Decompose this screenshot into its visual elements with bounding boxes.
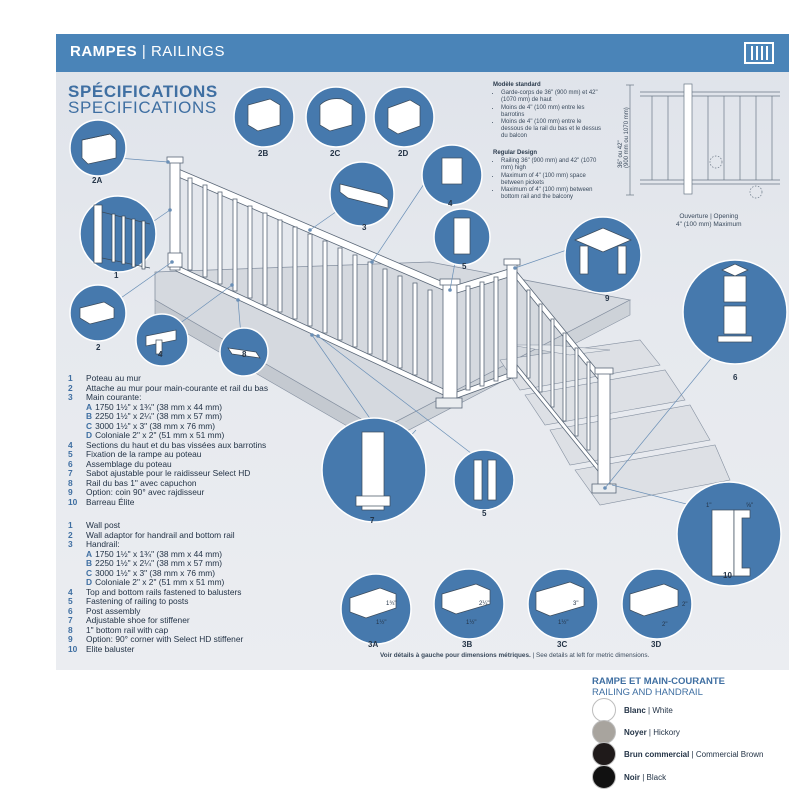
dimension-label: 1½" <box>558 620 569 626</box>
dimension-label: 1½" <box>466 620 477 626</box>
note-item: Moins de 4" (100 mm) entre le dessous de… <box>501 119 605 141</box>
callout-label: 2 <box>96 343 101 352</box>
bubble-5-bottom <box>453 449 515 511</box>
callout-label: 3B <box>462 640 473 649</box>
callout-label: 4 <box>158 350 163 359</box>
callout-label: 4 <box>448 199 453 208</box>
callout-label: 7 <box>370 516 375 525</box>
opening-caption: Ouverture | Opening 4" (100 mm) Maximum <box>676 213 742 228</box>
dimension-label: 2¼" <box>479 601 490 607</box>
color-option-hickory: Noyer | Hickory <box>592 720 680 744</box>
colors-title-en: RAILING AND HANDRAIL <box>592 687 703 698</box>
regular-design-note: Regular Design Railing 36" (900 mm) and … <box>493 150 605 201</box>
callout-label: 2A <box>92 176 103 185</box>
note-item: Maximum of 4" (100 mm) space between pic… <box>501 173 605 187</box>
color-option-commercial-brown: Brun commercial | Commercial Brown <box>592 742 763 766</box>
dimension-label: 1½" <box>376 620 387 626</box>
metric-dimensions-note: Voir détails à gauche pour dimensions mé… <box>380 652 650 659</box>
callout-label: 8 <box>242 350 247 359</box>
callout-label: 3 <box>362 223 367 232</box>
railing-height-label: 36" ou 42" (900 mm ou 1070 mm) <box>618 107 630 168</box>
color-option-white: Blanc | White <box>592 698 673 722</box>
callout-label: 5 <box>462 262 467 271</box>
callout-label: 5 <box>482 509 487 518</box>
dimension-label: 3" <box>573 601 579 607</box>
color-swatch <box>592 742 616 766</box>
color-swatch <box>592 720 616 744</box>
colors-title-fr: RAMPE ET MAIN-COURANTE <box>592 676 725 687</box>
dimension-label: ⅝" <box>746 503 754 509</box>
standard-model-note: Modèle standard Garde-corps de 36" (900 … <box>493 82 605 141</box>
callout-label: 6 <box>733 373 738 382</box>
standard-model-title: Modèle standard <box>493 82 541 88</box>
callout-label: 3D <box>651 640 662 649</box>
dimension-label: 1" <box>706 503 712 509</box>
dimension-label: 2" <box>682 602 688 608</box>
regular-design-title: Regular Design <box>493 150 538 156</box>
callout-label: 3A <box>368 640 379 649</box>
callout-label: 2C <box>330 149 341 158</box>
railing-elevation-detail <box>626 83 780 199</box>
specifications-heading-fr: SPÉCIFICATIONS <box>68 82 218 101</box>
callout-label: 9 <box>605 294 610 303</box>
main-railing <box>166 156 463 409</box>
color-swatch <box>592 765 616 789</box>
callout-label: 10 <box>723 571 732 580</box>
note-item: Railing 36" (900 mm) and 42" (1070 mm) h… <box>501 158 605 172</box>
note-item: Maximum of 4" (100 mm) between bottom ra… <box>501 187 605 201</box>
stair-railing <box>516 270 617 494</box>
side-railing <box>456 258 521 399</box>
color-swatch <box>592 698 616 722</box>
page-title: RAMPES | RAILINGS <box>70 43 225 60</box>
railing-logo-icon <box>744 42 774 64</box>
specifications-heading-en: SPECIFICATIONS <box>68 98 217 117</box>
dimension-label: 2" <box>662 622 668 628</box>
note-item: Moins de 4" (100 mm) entre les barrotins <box>501 105 605 119</box>
header-banner <box>56 34 789 72</box>
callout-label: 3C <box>557 640 568 649</box>
callout-label: 2B <box>258 149 269 158</box>
callout-label: 1 <box>114 271 119 280</box>
dimension-label: 1¾" <box>386 601 397 607</box>
callout-label: 2D <box>398 149 409 158</box>
color-option-black: Noir | Black <box>592 765 666 789</box>
note-item: Garde-corps de 36" (900 mm) et 42" (1070… <box>501 90 605 104</box>
